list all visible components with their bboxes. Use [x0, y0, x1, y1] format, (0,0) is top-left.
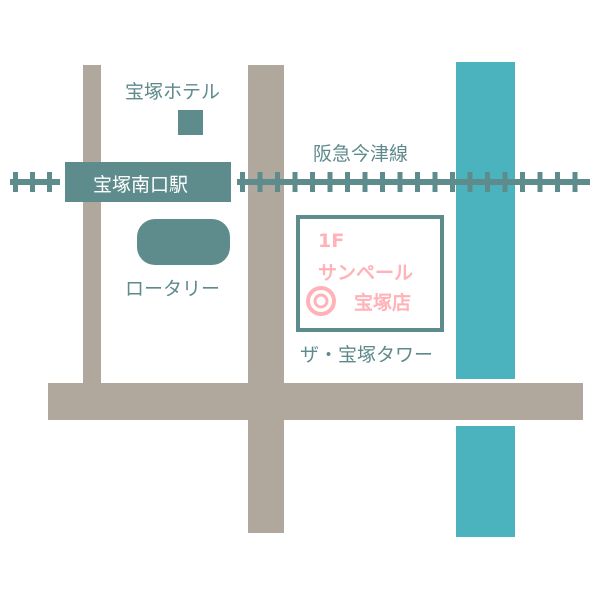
hotel-label: 宝塚ホテル — [125, 81, 221, 103]
rail-tie — [555, 172, 560, 192]
river-south — [456, 426, 515, 537]
rotary-shape — [137, 219, 230, 265]
rail-tie — [572, 172, 578, 192]
rail-tie — [485, 172, 490, 192]
river-north — [456, 62, 515, 379]
rail-tie — [292, 172, 298, 192]
rail-tie — [30, 172, 35, 192]
rail-tie — [432, 172, 438, 192]
road-left-vertical — [83, 65, 101, 385]
rotary-label: ロータリー — [125, 278, 221, 300]
rail-tie — [380, 172, 385, 192]
rail-tie — [275, 172, 280, 192]
road-horizontal — [48, 383, 583, 420]
rail-tie — [362, 172, 368, 192]
station-box — [65, 162, 231, 202]
shop-name: サンペール — [318, 262, 414, 284]
rail-tie — [502, 172, 508, 192]
shop-branch: 宝塚店 — [354, 292, 412, 314]
rail-tie — [397, 172, 403, 192]
shop-target-inner — [313, 293, 329, 309]
railway-line — [10, 172, 590, 192]
rail-tie — [520, 172, 525, 192]
shop-target-icon — [306, 286, 336, 316]
rail-tie — [467, 172, 473, 192]
rail-tie — [13, 172, 18, 192]
tower-building — [296, 215, 444, 332]
railway-label: 阪急今津線 — [313, 143, 409, 165]
rail-track — [237, 179, 590, 185]
station-label: 宝塚南口駅 — [93, 174, 189, 196]
rail-tie — [327, 172, 333, 192]
rail-tie — [257, 172, 263, 192]
rail-tie — [345, 172, 350, 192]
rail-tie — [47, 172, 52, 192]
rail-tie — [537, 172, 543, 192]
hotel-marker — [178, 110, 203, 135]
rail-tie — [310, 172, 315, 192]
rail-tie — [415, 172, 420, 192]
road-middle-vertical — [248, 65, 284, 533]
shop-floor: 1F — [318, 230, 345, 252]
rail-tie — [240, 172, 245, 192]
rail-tie — [450, 172, 455, 192]
tower-label: ザ・宝塚タワー — [300, 344, 434, 366]
